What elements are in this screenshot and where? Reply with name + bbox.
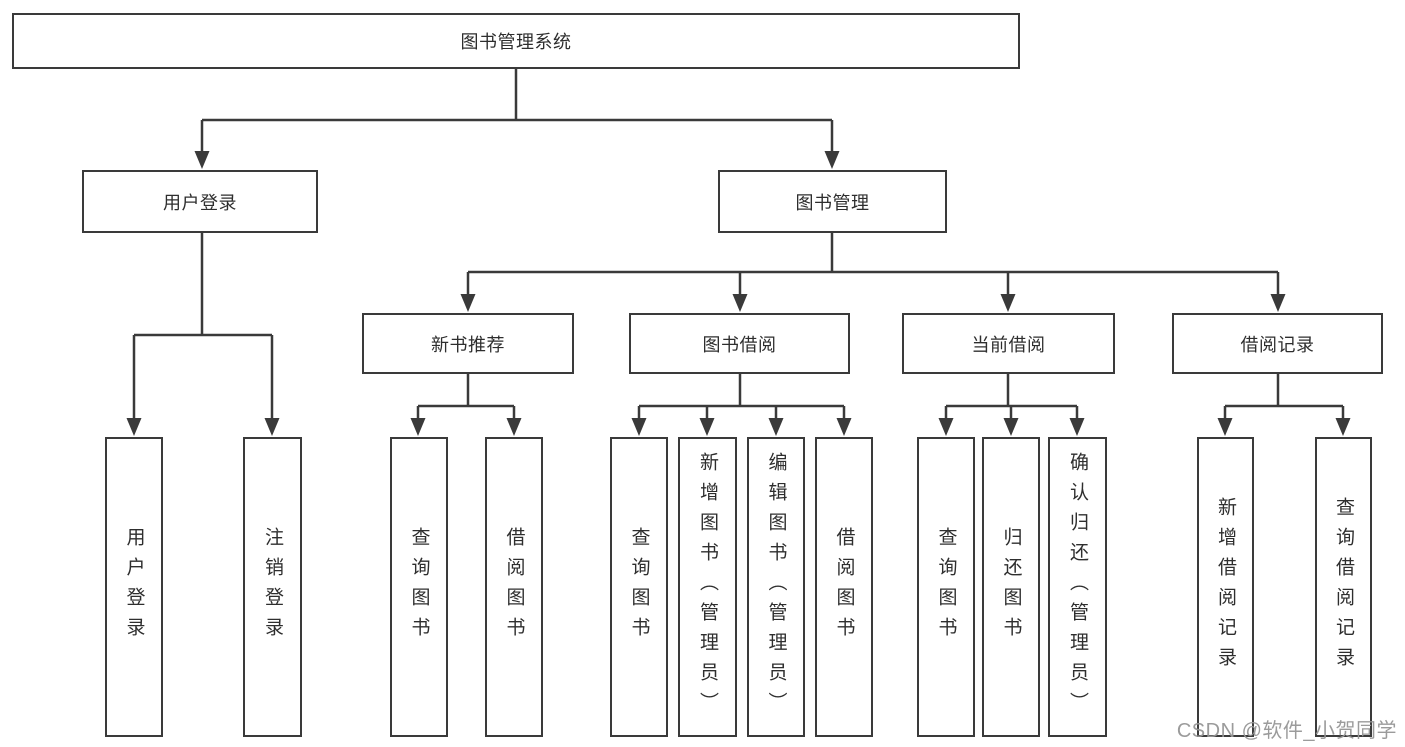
node-label: 借阅图书 bbox=[503, 527, 525, 647]
leaf-borrow-books-recommend: 借阅图书 bbox=[485, 437, 543, 737]
node-label: 借阅记录 bbox=[1240, 334, 1315, 355]
edge-records-to-leaves bbox=[1223, 374, 1345, 420]
leaf-logout: 注销登录 bbox=[243, 437, 302, 737]
node-label: 归还图书 bbox=[1000, 527, 1022, 647]
node-label: 查询图书 bbox=[935, 527, 957, 647]
arrow-icon bbox=[460, 294, 476, 312]
arrow-icon bbox=[1217, 418, 1233, 436]
edge-bookmgmt-to-level3 bbox=[466, 233, 1280, 296]
arrow-icon bbox=[631, 418, 647, 436]
leaf-return-books: 归还图书 bbox=[982, 437, 1040, 737]
arrow-icon bbox=[1000, 294, 1016, 312]
node-label: 新书推荐 bbox=[431, 334, 505, 355]
node-label: 用户登录 bbox=[123, 527, 145, 647]
arrow-icon bbox=[264, 418, 280, 436]
arrow-icon bbox=[938, 418, 954, 436]
arrow-icon bbox=[1335, 418, 1351, 436]
leaf-edit-books-admin: 编辑图书（管理员） bbox=[747, 437, 805, 737]
node-label: 图书管理 bbox=[795, 192, 870, 213]
node-label: 查询图书 bbox=[408, 527, 430, 647]
leaf-query-books-current: 查询图书 bbox=[917, 437, 975, 737]
edge-newbook-to-leaves bbox=[416, 374, 516, 420]
arrow-icon bbox=[1270, 294, 1286, 312]
node-label: 当前借阅 bbox=[971, 334, 1046, 355]
node-borrow-records: 借阅记录 bbox=[1172, 313, 1383, 374]
arrow-icon bbox=[126, 418, 142, 436]
node-root-system: 图书管理系统 bbox=[12, 13, 1020, 69]
node-label: 确认归还（管理员） bbox=[1067, 452, 1088, 722]
node-label: 查询图书 bbox=[628, 527, 650, 647]
node-label: 图书管理系统 bbox=[460, 32, 572, 52]
edge-userlogin-to-leaves bbox=[132, 233, 274, 420]
node-current-borrow: 当前借阅 bbox=[902, 313, 1115, 374]
leaf-add-books-admin: 新增图书（管理员） bbox=[678, 437, 737, 737]
leaf-user-login: 用户登录 bbox=[105, 437, 163, 737]
arrow-icon bbox=[699, 418, 715, 436]
arrow-icon bbox=[1069, 418, 1085, 436]
arrow-icon bbox=[506, 418, 522, 436]
node-label: 注销登录 bbox=[262, 527, 283, 647]
node-label: 新增借阅记录 bbox=[1215, 497, 1236, 677]
arrow-icon bbox=[1003, 418, 1019, 436]
node-new-book-recommend: 新书推荐 bbox=[362, 313, 574, 374]
node-label: 查询借阅记录 bbox=[1333, 497, 1354, 677]
arrow-icon bbox=[194, 151, 210, 169]
leaf-add-borrow-record: 新增借阅记录 bbox=[1197, 437, 1254, 737]
arrow-icon bbox=[836, 418, 852, 436]
node-book-borrow: 图书借阅 bbox=[629, 313, 850, 374]
leaf-query-books-recommend: 查询图书 bbox=[390, 437, 448, 737]
node-label: 图书借阅 bbox=[702, 334, 777, 355]
arrow-icon bbox=[824, 151, 840, 169]
node-label: 借阅图书 bbox=[833, 527, 855, 647]
csdn-watermark: CSDN @软件_小贺同学 bbox=[1176, 720, 1397, 742]
leaf-borrow-books: 借阅图书 bbox=[815, 437, 873, 737]
node-label: 用户登录 bbox=[163, 192, 237, 213]
leaf-confirm-return-admin: 确认归还（管理员） bbox=[1048, 437, 1107, 737]
edge-current-to-leaves bbox=[944, 374, 1079, 420]
node-label: 新增图书（管理员） bbox=[697, 452, 718, 722]
leaf-query-borrow-record: 查询借阅记录 bbox=[1315, 437, 1372, 737]
arrow-icon bbox=[410, 418, 426, 436]
node-label: 编辑图书（管理员） bbox=[765, 452, 787, 722]
arrow-icon bbox=[768, 418, 784, 436]
node-user-login-module: 用户登录 bbox=[82, 170, 318, 233]
node-book-management-module: 图书管理 bbox=[718, 170, 947, 233]
edge-borrow-to-leaves bbox=[637, 374, 846, 420]
arrow-icon bbox=[732, 294, 748, 312]
leaf-query-books-borrow: 查询图书 bbox=[610, 437, 668, 737]
edge-root-to-level2 bbox=[200, 69, 834, 153]
